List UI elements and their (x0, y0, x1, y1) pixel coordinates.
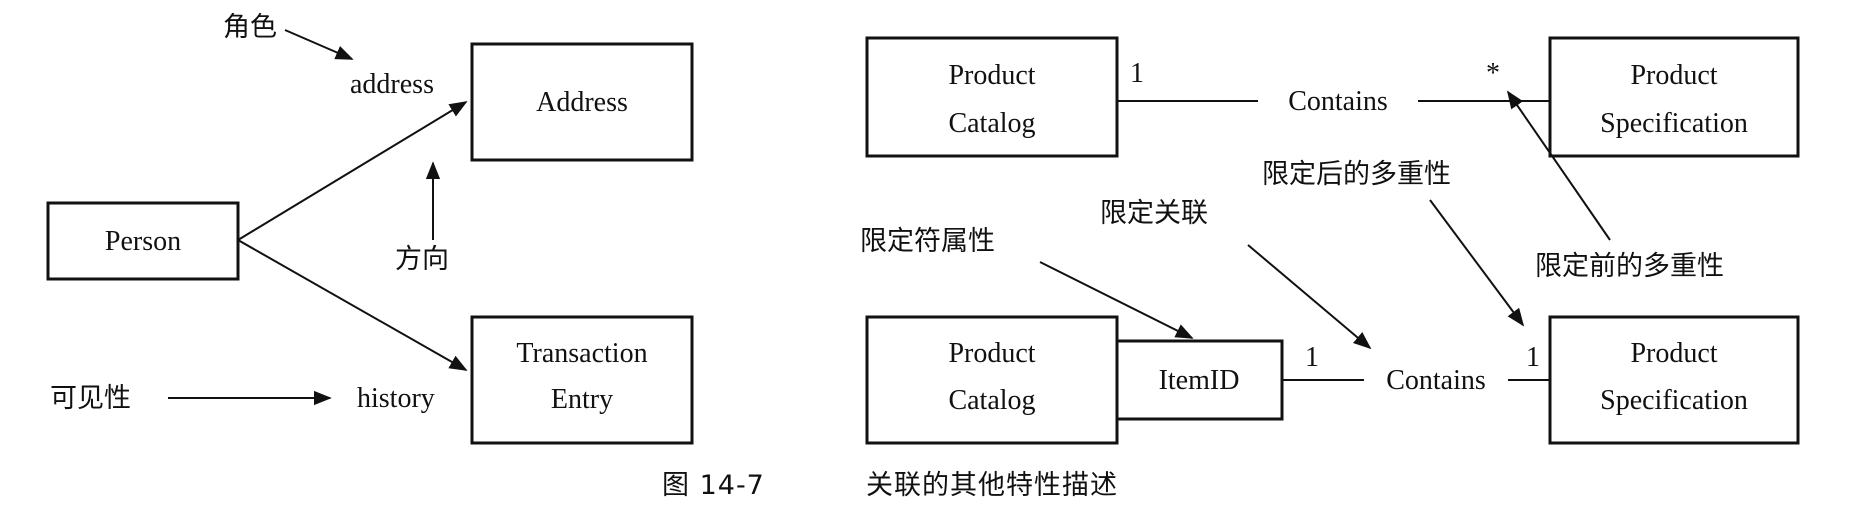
top-product-catalog-label-line2: Catalog (948, 108, 1035, 139)
visibility-name-label: history (357, 383, 435, 414)
transaction-entry-class-box (470, 315, 694, 445)
direction-annotation: 方向 (395, 244, 449, 275)
top-product-catalog-box (865, 36, 1119, 158)
bottom-association-name: Contains (1386, 365, 1486, 396)
role-annotation-arrow (284, 29, 354, 60)
role-annotation: 角色 (223, 12, 277, 43)
top-product-specification-box (1548, 36, 1800, 158)
bottom-product-specification-label-line2: Specification (1600, 385, 1748, 416)
top-association-name: Contains (1288, 86, 1388, 117)
mult-after-annotation-arrow (1429, 199, 1525, 327)
address-class-box (470, 42, 694, 162)
figure-caption: 关联的其他特性描述 (866, 470, 1118, 501)
bottom-product-catalog-box (865, 315, 1119, 445)
person-address-association (237, 101, 468, 241)
address-class-label: Address (536, 87, 628, 118)
bottom-product-specification-box (1548, 315, 1800, 445)
qualifier-box (1115, 339, 1284, 421)
top-multiplicity-left: 1 (1130, 58, 1144, 89)
person-class-label: Person (105, 226, 181, 257)
qualifier-label: ItemID (1159, 365, 1240, 396)
top-multiplicity-right: * (1486, 58, 1500, 89)
bottom-product-specification-label-line1: Product (1630, 338, 1717, 369)
top-product-specification-label-line2: Specification (1600, 108, 1748, 139)
transaction-entry-label-line2: Entry (551, 384, 613, 415)
person-class-box (46, 201, 240, 281)
bottom-product-catalog-label-line1: Product (948, 338, 1035, 369)
bottom-product-catalog-label-line2: Catalog (948, 385, 1035, 416)
bottom-multiplicity-right: 1 (1526, 342, 1540, 373)
mult-before-annotation: 限定前的多重性 (1535, 251, 1724, 282)
qualified-association-annotation-arrow (1247, 244, 1372, 350)
transaction-entry-label-line1: Transaction (516, 338, 647, 369)
visibility-annotation: 可见性 (50, 383, 131, 414)
figure-number: 图 14-7 (662, 470, 765, 501)
role-name-label: address (350, 69, 434, 100)
qualifier-attribute-annotation: 限定符属性 (860, 226, 995, 257)
mult-before-annotation-arrow (1506, 90, 1611, 241)
bottom-multiplicity-left: 1 (1305, 342, 1319, 373)
person-transaction-association (237, 239, 468, 371)
top-product-specification-label-line1: Product (1630, 60, 1717, 91)
qualified-association-annotation: 限定关联 (1100, 198, 1208, 229)
top-product-catalog-label-line1: Product (948, 60, 1035, 91)
qualifier-attribute-annotation-arrow (1039, 261, 1194, 339)
mult-after-annotation: 限定后的多重性 (1262, 159, 1451, 190)
